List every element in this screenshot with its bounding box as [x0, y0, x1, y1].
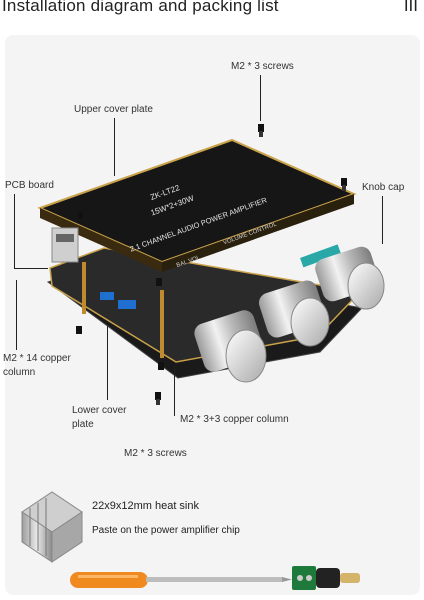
upper-cover-plate	[37, 138, 357, 264]
leader-copper-14	[16, 280, 17, 350]
label-screws-bottom: M2 * 3 screws	[124, 448, 187, 459]
leader-lower-cover	[107, 326, 108, 400]
knob-cap-icon	[194, 310, 267, 383]
label-pcb-board: PCB board	[5, 180, 54, 191]
leader-upper-cover	[114, 118, 115, 176]
label-lower-cover: Lower cover plate	[72, 405, 127, 430]
heatsink-title: 22x9x12mm heat sink	[92, 500, 199, 512]
heatsink-note: Paste on the power amplifier chip	[92, 525, 240, 536]
leader-copper-3-3	[174, 366, 175, 416]
label-upper-cover: Upper cover plate	[74, 104, 153, 115]
label-screws-top: M2 * 3 screws	[231, 61, 294, 72]
heat-sink-icon	[21, 491, 83, 563]
page-title: Installation diagram and packing list	[2, 0, 279, 15]
screwdriver-icon	[70, 572, 292, 588]
dc-connector-icon	[292, 566, 360, 590]
corner-mark: III	[403, 0, 418, 15]
leader-pcb-horizontal	[14, 268, 48, 269]
leader-pcb-vertical	[14, 194, 15, 268]
label-copper-column-3-3: M2 * 3+3 copper column	[180, 414, 289, 425]
screw-icon	[258, 124, 264, 137]
leader-screws-top	[260, 75, 261, 121]
label-copper-column-14: M2 * 14 copper column	[3, 353, 71, 378]
leader-knob-cap	[382, 196, 383, 244]
label-knob-cap: Knob cap	[362, 182, 405, 193]
